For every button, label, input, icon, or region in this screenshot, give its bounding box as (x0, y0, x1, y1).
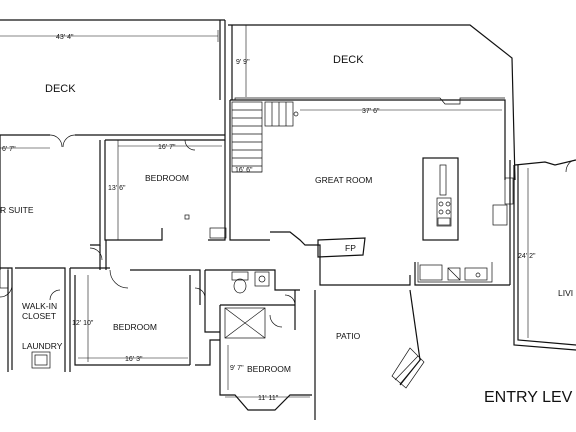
suite-label: R SUITE (0, 205, 34, 215)
refrigerator (492, 177, 514, 226)
bedroom-lower-label: BEDROOM (113, 322, 157, 332)
deck-left-outline (0, 19, 226, 136)
deck-right-outline (228, 24, 516, 181)
dimension-label-6-7: 6' 7" (2, 146, 16, 153)
dimension-label-9-9: 9' 9" (236, 59, 250, 66)
great-room-label: GREAT ROOM (315, 175, 372, 185)
house-upper-walls (0, 99, 511, 285)
bedroom-upper-label: BEDROOM (145, 173, 189, 183)
bedroom-small-label: BEDROOM (247, 364, 291, 374)
walk-in-closet-label-1: WALK-IN (22, 301, 57, 311)
stairs (231, 101, 299, 173)
deck-doors (49, 134, 196, 261)
dimension-label-13-6: 13' 6" (108, 185, 126, 192)
dimension-43-4 (0, 30, 219, 42)
dimension-label-11-11: 11' 11" (258, 395, 279, 402)
dimension-label-9-7: 9' 7" (230, 365, 244, 372)
laundry-label: LAUNDRY (22, 341, 63, 351)
bath-fixtures (0, 267, 270, 369)
patio-bay (391, 347, 425, 389)
dimension-label-24-2: 24' 2" (518, 253, 536, 260)
fireplace-label: FP (345, 243, 356, 253)
fireplace (317, 237, 366, 258)
closet-shelf (184, 214, 227, 239)
level-title: ENTRY LEV (484, 389, 573, 406)
kitchen-counter (414, 262, 510, 286)
dimension-label-16-6: 16' 6" (235, 167, 253, 174)
dimension-label-12-10: 12' 10" (72, 320, 94, 327)
walk-in-closet-label-2: CLOSET (22, 311, 56, 321)
dimension-label-16-3: 16' 3" (125, 356, 143, 363)
living-room-walls (513, 159, 576, 351)
dimension-label-43-4: 43' 4" (56, 34, 74, 41)
dimension-label-37-6: 37' 6" (362, 108, 380, 115)
dimension-label-16-7: 16' 7" (158, 144, 176, 151)
kitchen-island (422, 157, 459, 241)
lower-walls (0, 260, 421, 420)
deck-right-label: DECK (333, 54, 364, 66)
deck-left-label: DECK (45, 83, 76, 95)
lower-doors (0, 269, 296, 328)
dimension-16-7 (117, 140, 222, 240)
patio-label: PATIO (336, 331, 361, 341)
living-label: LIVI (558, 288, 573, 298)
